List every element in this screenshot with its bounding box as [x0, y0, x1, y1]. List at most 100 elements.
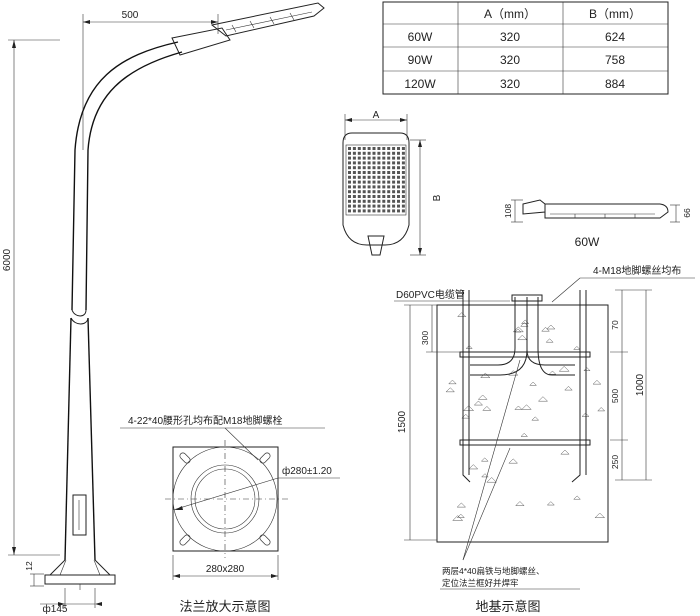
- led-chip: [401, 190, 405, 194]
- led-chip: [401, 204, 405, 208]
- led-chip: [387, 209, 391, 213]
- aggregate-mark: [546, 324, 556, 330]
- led-chip: [397, 147, 400, 150]
- led-chip: [397, 195, 400, 198]
- flange-size-label: 280x280: [206, 564, 245, 575]
- led-chip: [348, 156, 351, 160]
- led-chip: [367, 199, 371, 203]
- led-chip: [372, 171, 376, 174]
- led-chip: [357, 209, 361, 213]
- table-header-a: A（mm）: [484, 7, 536, 21]
- led-chip: [387, 185, 391, 189]
- led-chip: [367, 204, 371, 208]
- aggregate-mark: [473, 400, 484, 406]
- led-chip: [392, 175, 396, 179]
- led-chip: [367, 209, 371, 213]
- led-chip: [352, 171, 356, 174]
- led-chip: [352, 199, 356, 203]
- led-chip: [392, 195, 396, 198]
- led-chip: [348, 161, 351, 165]
- led-chip: [348, 190, 351, 194]
- aggregate-mark: [564, 386, 573, 391]
- aggregate-mark: [541, 327, 550, 332]
- led-chip: [362, 156, 366, 160]
- led-chip: [397, 161, 400, 165]
- led-chip: [382, 151, 386, 155]
- led-chip: [382, 180, 386, 184]
- led-chip: [401, 171, 405, 174]
- led-chip: [401, 156, 405, 160]
- led-chip: [392, 185, 396, 189]
- led-chip: [377, 151, 381, 155]
- led-chip: [372, 156, 376, 160]
- led-chip: [382, 185, 386, 189]
- led-chip: [362, 185, 366, 189]
- base-diameter-label: ф145: [43, 603, 68, 615]
- led-chip: [397, 204, 400, 208]
- led-chip: [397, 175, 400, 179]
- bolts-label: 4-M18地脚螺丝均布: [593, 264, 681, 277]
- aggregate-mark: [482, 406, 492, 411]
- led-chip: [357, 166, 361, 170]
- led-chip: [382, 190, 386, 194]
- aggregate-mark: [597, 407, 606, 412]
- led-chip: [357, 175, 361, 179]
- led-chip: [352, 147, 356, 150]
- led-chip: [348, 171, 351, 174]
- led-chip: [372, 147, 376, 150]
- led-chip: [397, 185, 400, 189]
- aggregate-mark: [521, 404, 532, 410]
- aggregate-mark: [456, 513, 465, 518]
- led-chip: [352, 204, 356, 208]
- led-chip: [357, 204, 361, 208]
- led-chip: [401, 199, 405, 203]
- led-chip: [357, 180, 361, 184]
- led-chip: [382, 161, 386, 165]
- led-chip: [401, 185, 405, 189]
- aggregate-mark: [461, 413, 471, 419]
- lamp-side-view: 108 66 60W: [503, 199, 692, 249]
- table-cell: 120W: [404, 77, 436, 91]
- led-chip: [401, 147, 405, 150]
- table-cell: 624: [605, 30, 625, 44]
- table-cell: 884: [605, 77, 625, 91]
- led-chip: [387, 190, 391, 194]
- table-header-b: B（mm）: [589, 7, 641, 21]
- led-chip: [372, 185, 376, 189]
- aggregate-mark: [486, 477, 497, 483]
- led-chip: [377, 166, 381, 170]
- led-chip: [397, 199, 400, 203]
- led-chip: [352, 190, 356, 194]
- led-chip: [352, 151, 356, 155]
- led-chip: [392, 190, 396, 194]
- led-chip: [401, 166, 405, 170]
- dim-250-label: 250: [610, 455, 620, 469]
- aggregate-mark: [592, 379, 602, 385]
- led-chip: [387, 180, 391, 184]
- lamp-width-label: A: [373, 110, 380, 121]
- led-chip: [377, 209, 381, 213]
- led-chip: [362, 180, 366, 184]
- led-chip: [382, 195, 386, 198]
- led-chip: [357, 199, 361, 203]
- base-thickness-label: 12: [24, 561, 34, 571]
- dim-500-label: 500: [610, 389, 620, 403]
- conduit-label: D60PVC电缆管: [396, 288, 465, 301]
- aggregate-mark: [548, 370, 557, 375]
- led-chip: [372, 180, 376, 184]
- led-chip: [382, 147, 386, 150]
- lamp-top-view: A B: [342, 110, 443, 256]
- led-chip: [348, 147, 351, 150]
- led-chip: [392, 171, 396, 174]
- led-chip: [362, 199, 366, 203]
- led-chip: [387, 175, 391, 179]
- led-chip: [382, 175, 386, 179]
- aggregate-mark: [514, 405, 523, 410]
- led-chip: [372, 161, 376, 165]
- led-chip: [401, 175, 405, 179]
- led-chip: [362, 166, 366, 170]
- led-chip: [377, 190, 381, 194]
- led-chip: [401, 161, 405, 165]
- led-chip: [357, 185, 361, 189]
- table-cell: 758: [605, 53, 625, 67]
